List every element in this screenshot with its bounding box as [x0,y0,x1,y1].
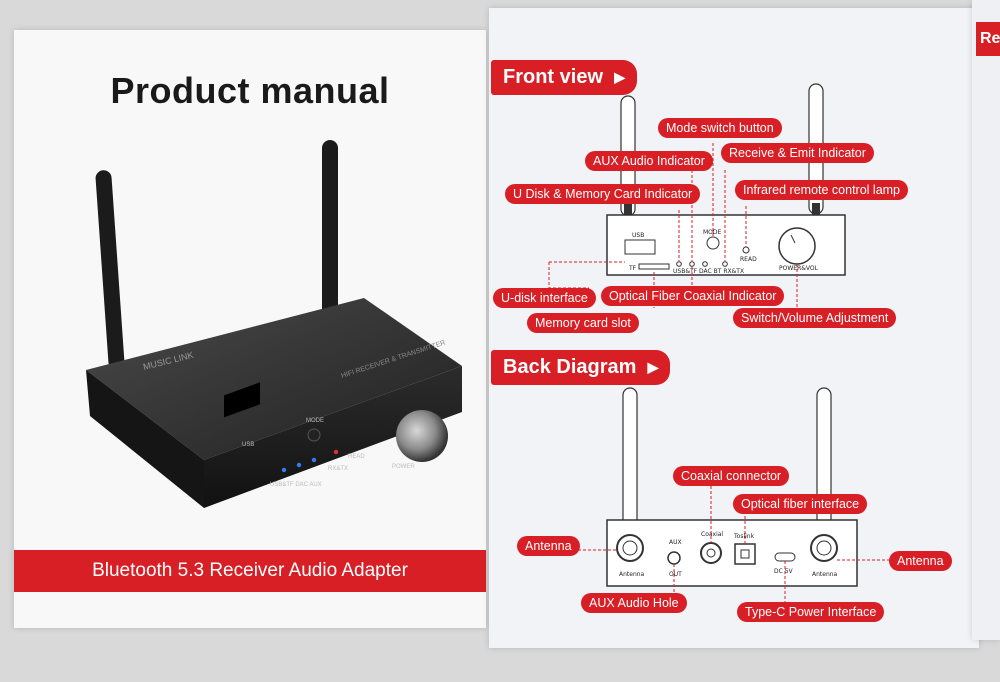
callout-udisk-indicator: U Disk & Memory Card Indicator [505,184,701,204]
back-aux-label: AUX [669,539,682,546]
callout-memory-card-slot: Memory card slot [527,313,639,333]
callout-antenna-right: Antenna [889,551,952,571]
next-page-edge: Re [972,0,1000,640]
callout-switch-volume: Switch/Volume Adjustment [733,308,897,328]
callout-optical-interface: Optical fiber interface [733,494,868,514]
device-mode-label: MODE [306,418,324,424]
front-view-heading: Front view ▶ [491,60,638,95]
back-out-label: OUT [669,571,682,578]
callout-antenna-left: Antenna [517,536,580,556]
front-power-label: POWER&VOL [779,265,819,272]
device-read-label: READ [348,454,365,460]
callout-optical-indicator: Optical Fiber Coaxial Indicator [601,286,785,306]
back-coaxial-label: Coaxial [701,531,723,538]
callout-aux-indicator: AUX Audio Indicator [585,151,713,171]
back-diagram-heading: Back Diagram ▶ [491,350,671,385]
product-name-banner: Bluetooth 5.3 Receiver Audio Adapter [14,550,486,592]
page-title: Product manual [110,70,390,111]
callout-aux-hole: AUX Audio Hole [581,593,687,613]
back-diagram-label: Back Diagram [503,356,637,378]
front-usb-label: USB [632,232,644,239]
device-rxtx-label: RX&TX [328,466,348,472]
device-usb-label: USB [242,442,254,448]
callout-coaxial-connector: Coaxial connector [673,466,790,486]
back-antenna-label: Antenna [619,571,645,578]
play-arrow-icon: ▶ [614,69,626,85]
callout-udisk-interface: U-disk interface [493,288,596,308]
callout-typec-power: Type-C Power Interface [737,602,885,622]
callout-mode-switch: Mode switch button [658,118,782,138]
next-page-heading: Re [976,22,1000,56]
play-arrow-icon: ▶ [647,359,659,375]
back-toslink-label: Toslink [733,533,755,540]
device-photo: MUSIC LINK HIFI RECEIVER & TRANSMITTER U… [86,140,462,508]
front-view-label: Front view [503,66,604,88]
front-tf-label: TF [628,265,637,272]
front-mode-label: MODE [703,229,722,236]
front-read-label: READ [740,256,757,263]
callout-receive-emit: Receive & Emit Indicator [721,143,874,163]
front-led-labels: USB&TF DAC BT RX&TX [673,268,744,275]
diagram-page: Front view ▶ USB MODE READ TF USB&TF DAC… [489,8,979,648]
back-dc-label: DC 5V [774,568,794,575]
callout-infrared: Infrared remote control lamp [735,180,909,200]
back-antenna2-label: Antenna [812,571,838,578]
device-indicator-labels: USB&TF DAC AUX [270,482,322,488]
back-panel-diagram: Antenna AUX OUT Coaxial Toslink DC 5V An… [573,387,891,608]
manual-cover-page: Product manual MUSIC LINK [14,30,486,628]
device-power-label: POWER [392,464,415,470]
